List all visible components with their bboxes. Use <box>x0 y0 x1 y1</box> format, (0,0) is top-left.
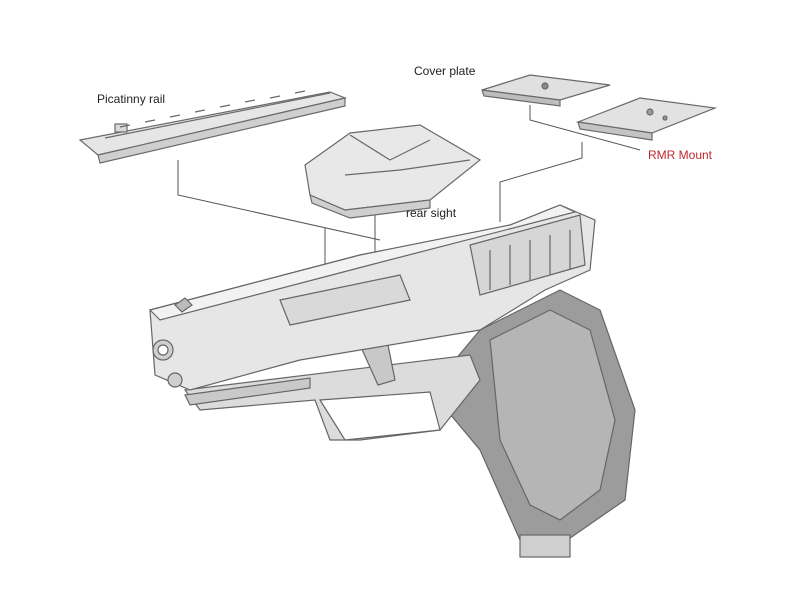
label-rmr-mount: RMR Mount <box>648 148 713 162</box>
leader-line-cover-plate <box>499 142 583 222</box>
trigger-guard-opening <box>318 391 441 441</box>
accessory-rail <box>184 377 311 406</box>
label-cover-plate: Cover plate <box>414 64 476 78</box>
rear-sight-part <box>304 124 482 219</box>
slide-serrations <box>469 214 586 296</box>
picatinny-rail <box>78 90 348 164</box>
front-sight <box>174 297 193 313</box>
pistol <box>148 204 636 558</box>
label-picatinny-rail: Picatinny rail <box>97 92 166 106</box>
rmr-mount-part <box>575 97 718 141</box>
cover-plate-part <box>481 74 611 107</box>
leader-line-rmr <box>529 105 641 151</box>
leader-line-rail <box>177 160 381 241</box>
magazine-base <box>519 534 571 558</box>
label-rear-sight: rear sight <box>406 206 457 220</box>
